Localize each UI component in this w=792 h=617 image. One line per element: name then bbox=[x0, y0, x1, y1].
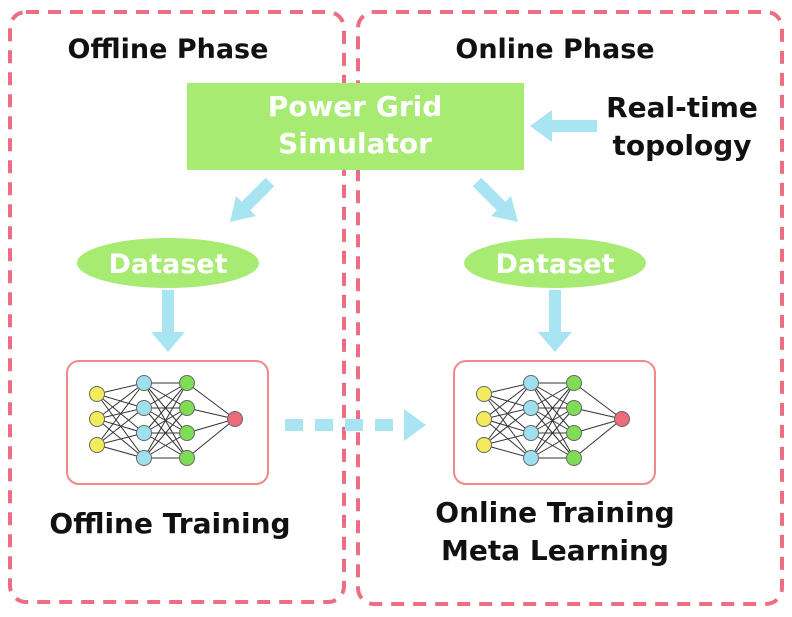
nn-connection bbox=[143, 407, 188, 459]
simulator-label-line1: Power Grid bbox=[268, 90, 443, 123]
realtime-topology-label-line1: Real-time bbox=[606, 91, 758, 124]
nn-node bbox=[523, 400, 539, 416]
topology-to-simulator-arrow bbox=[530, 110, 597, 142]
offline-to-online-transfer-arrow bbox=[285, 409, 426, 441]
offline-phase-title: Offline Phase bbox=[68, 34, 269, 65]
nn-connection bbox=[96, 382, 145, 446]
nn-node bbox=[476, 437, 492, 453]
nn-connection bbox=[483, 382, 532, 420]
nn-node bbox=[136, 400, 152, 416]
offline-neural-network-icon bbox=[89, 375, 243, 466]
nn-node bbox=[136, 450, 152, 466]
online-dataset-label: Dataset bbox=[495, 249, 614, 280]
offline-dataset-label: Dataset bbox=[108, 249, 227, 280]
online-nn-panel bbox=[453, 360, 656, 485]
nn-connection bbox=[186, 382, 236, 420]
nn-connection bbox=[573, 418, 623, 459]
nn-connection bbox=[483, 407, 532, 446]
online-dataset-to-training-arrow bbox=[538, 290, 572, 352]
nn-node bbox=[89, 386, 105, 402]
nn-node bbox=[179, 375, 195, 391]
nn-connection bbox=[573, 418, 623, 434]
simulator-label-line2: Simulator bbox=[278, 127, 432, 160]
nn-node bbox=[566, 375, 582, 391]
nn-node bbox=[179, 450, 195, 466]
nn-connection bbox=[530, 432, 575, 459]
nn-connection bbox=[483, 382, 532, 395]
simulator-to-offline-dataset-arrow bbox=[230, 177, 275, 222]
nn-connection bbox=[143, 382, 188, 459]
nn-node bbox=[89, 437, 105, 453]
nn-node bbox=[136, 375, 152, 391]
nn-connection bbox=[96, 382, 145, 395]
nn-node bbox=[136, 425, 152, 441]
online-dataset-oval bbox=[464, 238, 646, 288]
nn-node bbox=[476, 386, 492, 402]
power-grid-simulator-box bbox=[187, 83, 524, 170]
nn-node bbox=[566, 450, 582, 466]
nn-connection bbox=[530, 382, 575, 459]
nn-connection bbox=[573, 407, 623, 420]
nn-connection bbox=[96, 432, 145, 446]
nn-node bbox=[89, 411, 105, 427]
realtime-topology-label-line2: topology bbox=[612, 129, 751, 162]
online-training-label-line2: Meta Learning bbox=[441, 534, 669, 567]
nn-node bbox=[179, 400, 195, 416]
nn-node bbox=[614, 411, 630, 427]
nn-connection bbox=[530, 382, 575, 434]
offline-nn-panel bbox=[66, 360, 269, 485]
nn-connection bbox=[186, 418, 236, 459]
online-neural-network-icon bbox=[476, 375, 630, 466]
nn-node bbox=[566, 425, 582, 441]
nn-connection bbox=[483, 382, 532, 446]
nn-connection bbox=[96, 407, 145, 446]
offline-dataset-to-training-arrow bbox=[151, 290, 185, 352]
online-training-label-line1: Online Training bbox=[435, 496, 674, 529]
nn-node bbox=[523, 450, 539, 466]
nn-connection bbox=[573, 382, 623, 420]
nn-node bbox=[566, 400, 582, 416]
nn-connection bbox=[143, 382, 188, 409]
nn-connection bbox=[143, 382, 188, 434]
nn-node bbox=[179, 425, 195, 441]
nn-node bbox=[476, 411, 492, 427]
nn-node bbox=[227, 411, 243, 427]
nn-node bbox=[523, 375, 539, 391]
nn-connection bbox=[143, 432, 188, 459]
nn-connection bbox=[186, 407, 236, 420]
nn-connection bbox=[530, 382, 575, 409]
nn-node bbox=[523, 425, 539, 441]
nn-connection bbox=[96, 382, 145, 420]
offline-dataset-oval bbox=[77, 238, 259, 288]
online-phase-title: Online Phase bbox=[455, 34, 654, 65]
nn-connection bbox=[483, 444, 532, 459]
nn-connection bbox=[530, 407, 575, 459]
offline-phase-container bbox=[8, 10, 346, 604]
simulator-to-online-dataset-arrow bbox=[472, 177, 518, 222]
nn-connection bbox=[96, 444, 145, 459]
offline-training-label: Offline Training bbox=[49, 507, 290, 540]
nn-connection bbox=[483, 432, 532, 446]
online-phase-container bbox=[356, 10, 784, 606]
nn-connection bbox=[186, 418, 236, 434]
